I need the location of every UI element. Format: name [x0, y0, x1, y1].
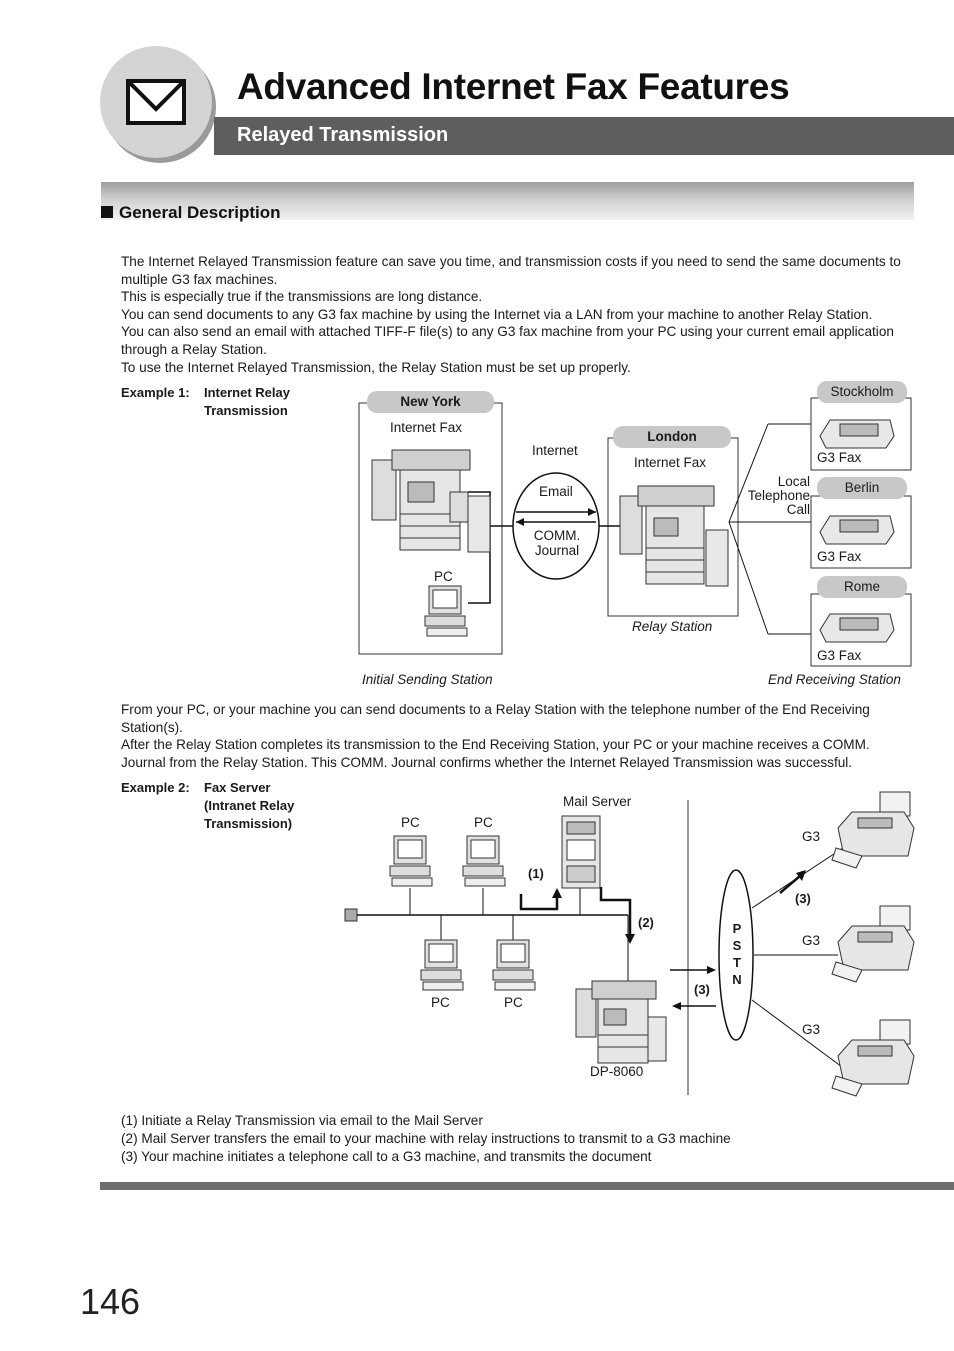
berlin-pill: Berlin — [817, 477, 907, 499]
internet-label: Internet — [532, 443, 578, 458]
step-item: (1) Initiate a Relay Transmission via em… — [121, 1113, 483, 1128]
intro-line: To use the Internet Relayed Transmission… — [121, 359, 631, 375]
fax-machine-icon — [831, 791, 915, 869]
envelope-icon — [126, 79, 186, 125]
pstn-label: P S T N — [730, 920, 744, 988]
pc-label: PC — [474, 815, 493, 830]
local-call-line: Local — [777, 474, 810, 489]
g3-label: G3 — [802, 1022, 821, 1037]
intro-line: This is especially true if the transmiss… — [121, 289, 483, 305]
g3-fax-label: G3 Fax — [817, 450, 862, 465]
footer-bar — [100, 1182, 954, 1190]
bullet-square-icon — [101, 206, 113, 218]
fax-machine-icon — [819, 419, 895, 449]
comm-journal-label: COMM. Journal — [531, 528, 583, 558]
step3-label: (3) — [795, 891, 811, 906]
pstn-letter: T — [733, 955, 741, 970]
example1-diagram — [358, 397, 912, 667]
example1-prefix: Example 1: — [121, 385, 190, 400]
pstn-letter: S — [732, 938, 742, 953]
step1-arrow — [519, 894, 559, 911]
internet-fax-label: Internet Fax — [390, 420, 463, 435]
example2-label: Example 2: — [121, 779, 190, 797]
step2-arrow — [599, 887, 632, 936]
pc-icon — [389, 835, 433, 887]
g3-label: G3 — [802, 829, 821, 844]
comm-line: Journal — [534, 543, 580, 558]
step3-label: (3) — [694, 982, 710, 997]
copier-icon — [371, 449, 491, 553]
section-title: General Description — [101, 203, 281, 223]
example1-title: Internet Relay Transmission — [204, 384, 290, 420]
fax-machine-icon — [819, 515, 895, 545]
pc-label: PC — [504, 995, 523, 1010]
comm-line: COMM. — [533, 528, 581, 543]
example1-title-line: Transmission — [204, 403, 288, 418]
subtitle-bar — [214, 117, 954, 155]
fax-machine-icon — [831, 1019, 915, 1097]
pc-icon — [492, 939, 536, 991]
step-item: (3) Your machine initiates a telephone c… — [121, 1149, 652, 1164]
pc-icon — [462, 835, 506, 887]
middle-line: After the Relay Station completes its tr… — [121, 737, 870, 770]
step-item: (2) Mail Server transfers the email to y… — [121, 1131, 731, 1146]
mail-server-icon — [561, 815, 601, 889]
relay-station-label: Relay Station — [632, 619, 713, 634]
example2-diagram — [344, 791, 915, 1097]
example1-title-line: Internet Relay — [204, 385, 290, 400]
rome-pill: Rome — [817, 576, 907, 598]
page-title: Advanced Internet Fax Features — [237, 66, 790, 107]
pstn-letter: N — [732, 972, 742, 987]
mail-server-label: Mail Server — [563, 794, 632, 809]
copier-icon — [575, 980, 667, 1064]
dp-8060-label: DP-8060 — [590, 1064, 644, 1079]
email-label: Email — [539, 484, 573, 499]
end-station-label: End Receiving Station — [768, 672, 901, 687]
middle-line: From your PC, or your machine you can se… — [121, 702, 870, 735]
pstn-ellipse — [718, 869, 754, 1041]
intro-text: The Internet Relayed Transmission featur… — [121, 253, 917, 376]
example1-label: Example 1: — [121, 384, 190, 402]
copier-icon — [619, 485, 729, 587]
page-subtitle: Relayed Transmission — [237, 124, 449, 146]
example2-title: Fax Server (Intranet Relay Transmission) — [204, 779, 294, 833]
london-pill: London — [613, 426, 731, 448]
intro-line: You can also send an email with attached… — [121, 324, 894, 357]
section-title-text: General Description — [119, 203, 281, 222]
fax-machine-icon — [831, 905, 915, 983]
g3-fax-label: G3 Fax — [817, 549, 862, 564]
lan-terminator — [344, 908, 358, 922]
pc-label: PC — [434, 569, 453, 584]
steps-list: (1) Initiate a Relay Transmission via em… — [121, 1112, 731, 1166]
pc-icon — [424, 585, 468, 637]
internet-fax-label: Internet Fax — [634, 455, 707, 470]
intro-line: The Internet Relayed Transmission featur… — [121, 254, 901, 287]
example2-prefix: Example 2: — [121, 780, 190, 795]
mail-icon-badge — [100, 46, 212, 158]
pc-label: PC — [431, 995, 450, 1010]
middle-text: From your PC, or your machine you can se… — [121, 701, 917, 771]
local-call-line: Telephone — [747, 488, 810, 503]
pc-icon — [420, 939, 464, 991]
fax-machine-icon — [819, 613, 895, 643]
example2-title-line: Fax Server — [204, 780, 271, 795]
page-number: 146 — [80, 1281, 141, 1322]
pstn-letter: P — [732, 921, 742, 936]
local-call-line: Call — [786, 502, 810, 517]
g3-fax-label: G3 Fax — [817, 648, 862, 663]
section-bar — [101, 182, 914, 220]
step1-label: (1) — [528, 866, 544, 881]
new-york-pill: New York — [367, 391, 494, 413]
local-call-label: Local Telephone Call — [742, 475, 810, 517]
g3-label: G3 — [802, 933, 821, 948]
initial-station-label: Initial Sending Station — [362, 672, 493, 687]
stockholm-pill: Stockholm — [817, 381, 907, 403]
example2-title-line: (Intranet Relay — [204, 798, 295, 813]
example2-title-line: Transmission) — [204, 816, 293, 831]
step3-arrow-g3 — [779, 875, 801, 894]
pc-label: PC — [401, 815, 420, 830]
intro-line: You can send documents to any G3 fax mac… — [121, 306, 873, 322]
step2-label: (2) — [638, 915, 654, 930]
